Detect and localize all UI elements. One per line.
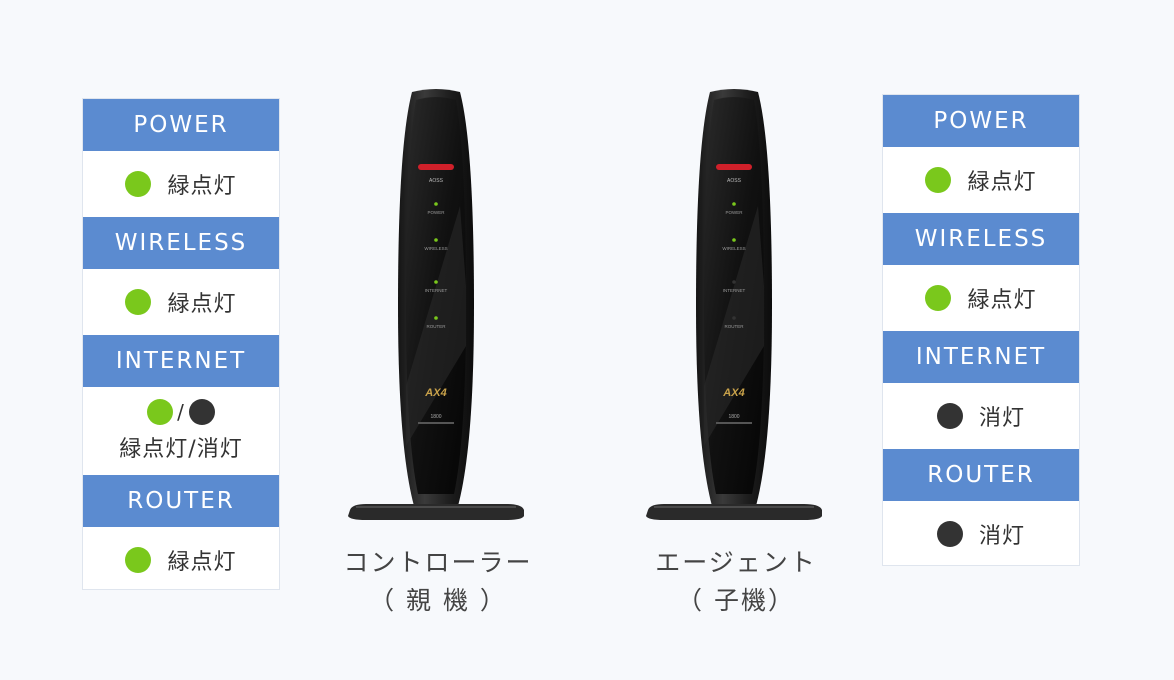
status-header-wireless: WIRELESS	[83, 217, 279, 269]
led-off-icon	[188, 399, 215, 425]
controller-router-image: AOSS POWER WIRELESS INTERNET ROUTER AX4 …	[348, 89, 524, 520]
status-header-wireless: WIRELESS	[883, 213, 1079, 265]
agent-status-panel: POWER 緑点灯 WIRELESS 緑点灯 INTERNET 消灯 ROUTE…	[882, 94, 1080, 566]
aoss-light	[418, 164, 454, 170]
controller-caption-role: （ 親 機 ）	[369, 586, 507, 615]
agent-caption-role: （ 子機）	[677, 586, 795, 615]
indicator-led-icon	[434, 202, 438, 206]
indicator-led-icon	[732, 202, 736, 206]
status-text: 緑点灯	[967, 170, 1037, 195]
device-indicator-label: POWER	[427, 210, 445, 215]
model-subline	[418, 422, 454, 424]
device-indicator-label: ROUTER	[725, 324, 745, 329]
indicator-led-icon	[434, 280, 438, 284]
stand-highlight	[356, 506, 516, 508]
status-header-power: POWER	[883, 95, 1079, 147]
led-green-icon	[925, 167, 952, 193]
indicator-led-icon	[732, 316, 736, 320]
status-cell-power: 緑点灯	[883, 147, 1079, 213]
controller-status-panel: POWER 緑点灯 WIRELESS 緑点灯 INTERNET / 緑点灯/消灯…	[82, 98, 280, 590]
status-header-internet: INTERNET	[83, 335, 279, 387]
indicator-led-icon	[732, 280, 736, 284]
device-logo: AX4	[424, 387, 446, 399]
status-text: 緑点灯	[167, 550, 237, 575]
status-header-router: ROUTER	[883, 449, 1079, 501]
indicator-led-icon	[434, 238, 438, 242]
model-subline	[716, 422, 752, 424]
device-indicator-label: INTERNET	[723, 288, 746, 293]
status-header-router: ROUTER	[83, 475, 279, 527]
status-cell-router: 消灯	[883, 501, 1079, 567]
controller-caption: コントローラー （ 親 機 ）	[318, 544, 558, 620]
status-text: 緑点灯	[967, 288, 1037, 313]
status-cell-internet: 消灯	[883, 383, 1079, 449]
status-header-internet: INTERNET	[883, 331, 1079, 383]
status-cell-wireless: 緑点灯	[83, 269, 279, 335]
status-cell-power: 緑点灯	[83, 151, 279, 217]
device-indicator-label: WIRELESS	[424, 246, 447, 251]
led-green-icon	[925, 285, 952, 311]
status-text: 消灯	[978, 406, 1025, 431]
device-indicator-label: ROUTER	[427, 324, 447, 329]
device-aoss-label: AOSS	[727, 178, 742, 184]
device-indicator-label: WIRELESS	[722, 246, 745, 251]
led-green-icon	[125, 547, 152, 573]
agent-caption-title: エージェント	[655, 548, 817, 577]
led-green-icon	[125, 171, 152, 197]
status-text: 緑点灯/消灯	[119, 437, 243, 462]
status-cell-router: 緑点灯	[83, 527, 279, 593]
led-green-icon	[125, 289, 152, 315]
led-separator: /	[177, 400, 185, 424]
indicator-led-icon	[434, 316, 438, 320]
led-off-icon	[936, 521, 963, 547]
led-pair: /	[147, 399, 215, 425]
device-model: 1800	[430, 414, 441, 420]
status-text: 緑点灯	[167, 174, 237, 199]
device-indicator-label: INTERNET	[425, 288, 448, 293]
led-green-icon	[147, 399, 174, 425]
led-off-icon	[936, 403, 963, 429]
aoss-light	[716, 164, 752, 170]
controller-caption-title: コントローラー	[343, 548, 533, 577]
indicator-led-icon	[732, 238, 736, 242]
status-text: 消灯	[978, 524, 1025, 549]
device-aoss-label: AOSS	[429, 178, 444, 184]
device-model: 1800	[728, 414, 739, 420]
status-cell-internet: / 緑点灯/消灯	[83, 387, 279, 475]
agent-router-image: AOSS POWER WIRELESS INTERNET ROUTER AX4 …	[646, 89, 822, 520]
status-cell-wireless: 緑点灯	[883, 265, 1079, 331]
status-header-power: POWER	[83, 99, 279, 151]
agent-caption: エージェント （ 子機）	[616, 544, 856, 620]
status-text: 緑点灯	[167, 292, 237, 317]
device-indicator-label: POWER	[725, 210, 743, 215]
stand-highlight	[654, 506, 814, 508]
device-logo: AX4	[722, 387, 744, 399]
